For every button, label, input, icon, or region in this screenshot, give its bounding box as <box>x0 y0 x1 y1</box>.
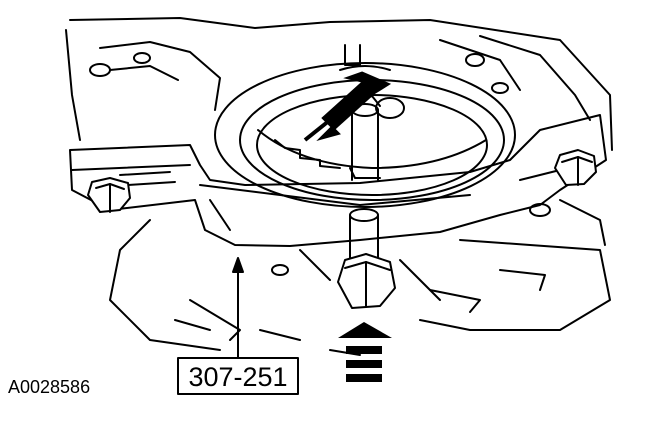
tool-callout-label: 307-251 <box>188 362 287 392</box>
direction-arrow-shaft-icon <box>303 118 332 142</box>
seal-remover-tool-bar <box>69 114 607 247</box>
push-arrow-icon <box>338 322 392 382</box>
right-bolt <box>554 149 597 186</box>
crankshaft-rear-seal <box>214 44 516 208</box>
center-press-bolt <box>337 208 396 309</box>
figure-id: A0028586 <box>8 377 90 397</box>
left-bolt <box>87 177 131 213</box>
tool-callout-box <box>177 357 299 395</box>
transmission-case-outline <box>65 17 613 356</box>
callout-leader <box>232 257 244 361</box>
